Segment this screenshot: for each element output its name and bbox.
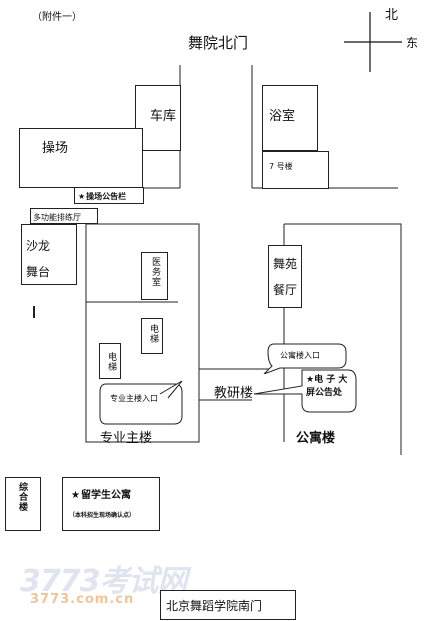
confirm-point-label: （本科招生现场确认点） — [69, 512, 136, 519]
playground-notice-board: 操场公告栏 — [74, 187, 144, 204]
salon-stage-label: 沙龙舞台 — [26, 239, 51, 279]
compass-east-label: 东 — [406, 36, 419, 50]
attachment-label: （附件一） — [32, 12, 82, 23]
building-7-label: 7 号楼 — [269, 162, 293, 171]
complex-building: 综合楼 — [5, 477, 41, 531]
medical-room: 医务室 — [141, 252, 168, 300]
main-entrance-callout-bubble — [99, 380, 183, 425]
building-7: 7 号楼 — [262, 151, 329, 189]
screen-notice-callout-bubble — [253, 369, 357, 413]
elevator-east-label: 电梯 — [148, 324, 158, 344]
medical-room-label: 医务室 — [150, 257, 160, 287]
multimedia-hall: 多功能排练厅 — [30, 208, 98, 224]
compass-north-label: 北 — [385, 8, 399, 23]
compass-rose — [344, 12, 402, 72]
main-entrance-label: 专业主楼入口 — [110, 394, 158, 403]
international-student-apartment: 留学生公寓 （本科招生现场确认点） — [62, 477, 160, 531]
south-gate: 北京舞蹈学院南门 — [160, 590, 296, 620]
garage-label: 车库 — [150, 109, 177, 124]
complex-building-label: 综合楼 — [17, 482, 27, 512]
bathroom-label: 浴室 — [269, 109, 296, 124]
playground: 操场 — [19, 128, 143, 188]
screen-notice-text: 电 子 大 屏公告处 — [306, 375, 348, 398]
teaching-building-label: 教研楼 — [214, 386, 254, 401]
watermark-url: 3773.com.cn — [30, 592, 135, 607]
south-gate-label: 北京舞蹈学院南门 — [166, 599, 263, 613]
apartment-entrance-label: 公寓楼入口 — [280, 351, 320, 360]
watermark-logo: 3773考试网 — [20, 564, 187, 599]
elevator-west: 电梯 — [99, 343, 121, 379]
elevator-east: 电梯 — [141, 318, 163, 354]
playground-notice-label: 操场公告栏 — [78, 191, 126, 202]
dining-hall: 舞苑餐厅 — [268, 245, 302, 308]
salon-stage: 沙龙舞台 — [21, 224, 77, 285]
dining-hall-label: 舞苑餐厅 — [273, 257, 298, 297]
screen-notice-label: ★电 子 大 屏公告处 — [306, 375, 348, 398]
apartment-building-label: 公寓楼 — [296, 431, 336, 446]
main-building-label: 专业主楼 — [100, 431, 153, 446]
multimedia-hall-label: 多功能排练厅 — [33, 213, 81, 222]
north-gate-label: 舞院北门 — [188, 34, 249, 52]
bathroom: 浴室 — [262, 85, 318, 151]
apartment-entrance-callout-bubble — [263, 343, 347, 374]
intl-apartment-label: 留学生公寓 — [71, 486, 131, 501]
playground-label: 操场 — [42, 141, 69, 156]
elevator-west-label: 电梯 — [106, 352, 116, 372]
